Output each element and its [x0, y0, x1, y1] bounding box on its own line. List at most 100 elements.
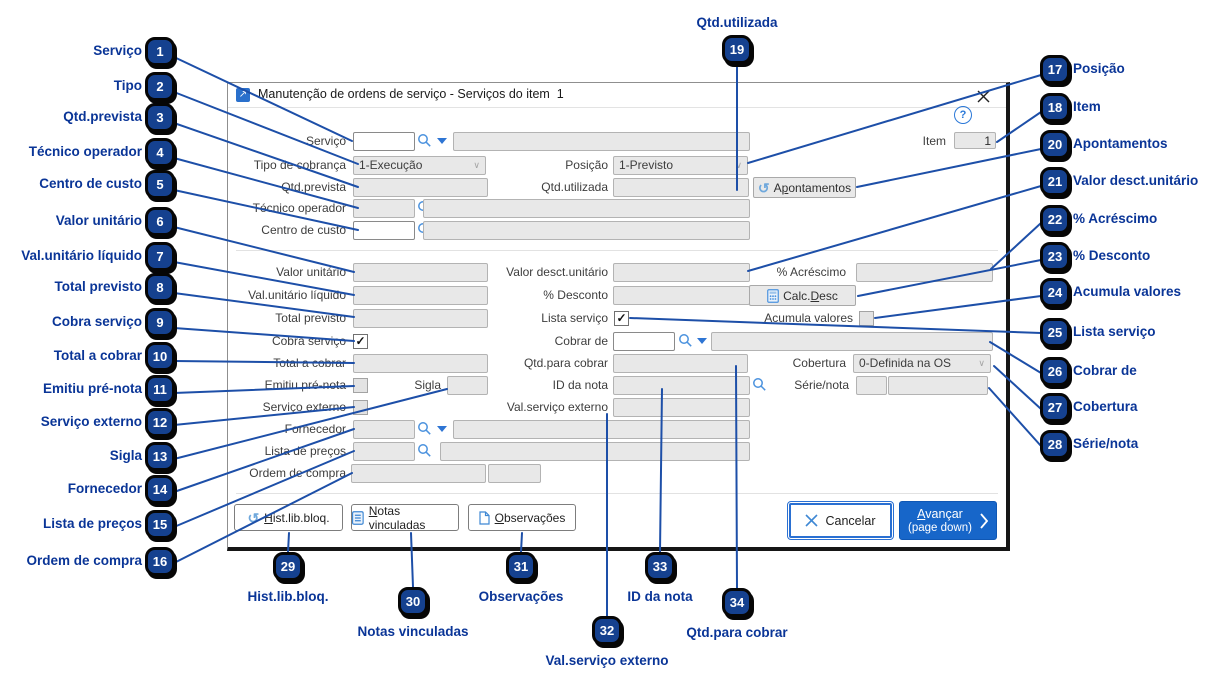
callout-badge-24: 24: [1040, 278, 1070, 307]
callout-label-15: Lista de preços: [42, 516, 142, 531]
item-field: 1: [954, 132, 996, 149]
callout-badge-4: 4: [145, 138, 175, 167]
callout-badge-31: 31: [506, 552, 536, 581]
total-previsto-field: [353, 309, 488, 328]
qtd-prevista-input[interactable]: [353, 178, 488, 197]
val-servico-externo-field: [613, 398, 750, 417]
calc-desc-button-label: Calc.Desc: [783, 288, 838, 303]
calc-desc-button[interactable]: Calc.Desc: [749, 285, 856, 306]
tecnico-operador-input[interactable]: [353, 199, 415, 218]
callout-badge-14: 14: [145, 475, 175, 504]
cancelar-button[interactable]: Cancelar: [787, 501, 894, 540]
callout-label-8: Total previsto: [54, 279, 142, 294]
search-icon[interactable]: [678, 333, 693, 348]
servico-input[interactable]: [353, 132, 415, 151]
chevron-right-icon: [980, 512, 988, 529]
cobra-servico-checkbox[interactable]: ✓: [353, 334, 368, 349]
chevron-down-icon: ∨: [735, 160, 742, 170]
field-label-cobrar-de: Cobrar de: [554, 334, 608, 348]
callout-badge-17: 17: [1040, 55, 1070, 84]
ordem-de-compra-item-field: [488, 464, 541, 483]
callout-label-18: Item: [1073, 99, 1101, 114]
field-label-id-da-nota: ID da nota: [552, 378, 608, 392]
field-label-total-previsto: Total previsto: [275, 311, 346, 325]
footer-divider: [236, 493, 998, 494]
tipo-de-cobranca-value: 1-Execução: [359, 158, 423, 172]
callout-label-33: ID da nota: [627, 589, 693, 604]
fornecedor-input[interactable]: [353, 420, 415, 439]
callout-badge-33: 33: [645, 552, 675, 581]
field-label-qtd-prevista: Qtd.prevista: [281, 180, 346, 194]
lista-servico-checkbox[interactable]: ✓: [614, 311, 629, 326]
field-label-cobertura: Cobertura: [792, 356, 846, 370]
notas-vinculadas-button[interactable]: Notas vinculadas: [351, 503, 459, 532]
hist-lib-bloq-button[interactable]: ↺ Hist.lib.bloq.: [234, 504, 343, 531]
cobertura-value: 0-Definida na OS: [859, 356, 952, 370]
field-label-ordem-de-compra: Ordem de compra: [249, 466, 346, 480]
notas-vinculadas-button-label: Notas vinculadas: [368, 503, 426, 532]
search-icon[interactable]: [752, 377, 767, 392]
close-icon[interactable]: [972, 87, 994, 105]
field-label-perc-desconto: % Desconto: [543, 288, 608, 302]
callout-badge-15: 15: [145, 510, 175, 539]
callout-badge-34: 34: [722, 588, 752, 617]
callout-badge-7: 7: [145, 242, 175, 271]
callout-label-32: Val.serviço externo: [545, 653, 669, 668]
field-label-posicao: Posição: [565, 158, 608, 172]
acumula-valores-checkbox[interactable]: [859, 311, 874, 326]
servico-externo-checkbox[interactable]: [353, 400, 368, 415]
callout-badge-10: 10: [145, 342, 175, 371]
callout-badge-16: 16: [145, 547, 175, 576]
section-divider: [236, 250, 998, 251]
centro-de-custo-input[interactable]: [353, 221, 415, 240]
apontamentos-button[interactable]: ↺ Apontamentos: [753, 177, 856, 198]
callout-badge-25: 25: [1040, 318, 1070, 347]
callout-badge-1: 1: [145, 37, 175, 66]
field-label-servico-externo: Serviço externo: [262, 400, 346, 414]
posicao-value: 1-Previsto: [619, 158, 674, 172]
posicao-select[interactable]: 1-Previsto ∨: [613, 156, 748, 175]
callout-badge-27: 27: [1040, 393, 1070, 422]
dropdown-arrow-icon[interactable]: [437, 426, 447, 432]
search-icon[interactable]: [417, 443, 432, 458]
callout-label-4: Técnico operador: [28, 144, 142, 159]
callout-badge-6: 6: [145, 207, 175, 236]
search-icon[interactable]: [417, 421, 432, 436]
cobertura-select[interactable]: 0-Definida na OS∨: [853, 354, 991, 373]
callout-label-22: % Acréscimo: [1073, 211, 1158, 226]
callout-badge-12: 12: [145, 408, 175, 437]
id-da-nota-field: [613, 376, 750, 395]
lista-de-precos-input[interactable]: [353, 442, 415, 461]
callout-label-12: Serviço externo: [40, 414, 142, 429]
emitiu-pre-nota-checkbox[interactable]: [353, 378, 368, 393]
callout-badge-21: 21: [1040, 167, 1070, 196]
field-label-lista-servico: Lista serviço: [541, 311, 608, 325]
field-label-item: Item: [922, 134, 946, 148]
callout-label-10: Total a cobrar: [53, 348, 142, 363]
dropdown-arrow-icon[interactable]: [437, 138, 447, 144]
callout-badge-23: 23: [1040, 242, 1070, 271]
callout-label-20: Apontamentos: [1073, 136, 1168, 151]
callout-label-16: Ordem de compra: [26, 553, 142, 568]
search-icon[interactable]: [417, 133, 432, 148]
cobrar-de-input[interactable]: [613, 332, 675, 351]
perc-desconto-field: [613, 286, 750, 305]
tipo-de-cobranca-select[interactable]: 1-Execução∨: [353, 156, 486, 175]
hist-lib-bloq-button-label: Hist.lib.bloq.: [264, 510, 330, 525]
callout-badge-26: 26: [1040, 357, 1070, 386]
field-label-perc-acrescimo: % Acréscimo: [776, 265, 846, 279]
tecnico-operador-description-field: [423, 199, 750, 218]
help-icon[interactable]: ?: [954, 106, 972, 124]
avancar-button[interactable]: Avançar (page down): [899, 501, 997, 540]
field-label-total-a-cobrar: Total a cobrar: [273, 356, 346, 370]
callout-badge-18: 18: [1040, 93, 1070, 122]
avancar-button-label: Avançar (page down): [908, 506, 972, 534]
field-label-valor-desct-unitario: Valor desct.unitário: [506, 265, 608, 279]
callout-badge-9: 9: [145, 308, 175, 337]
observacoes-button[interactable]: Observações: [468, 504, 576, 531]
sigla-field: [447, 376, 488, 395]
title-bar: ↗ Manutenção de ordens de serviço - Serv…: [228, 83, 1006, 108]
centro-de-custo-description-field: [423, 221, 750, 240]
dropdown-arrow-icon[interactable]: [697, 338, 707, 344]
callout-label-17: Posição: [1073, 61, 1125, 76]
